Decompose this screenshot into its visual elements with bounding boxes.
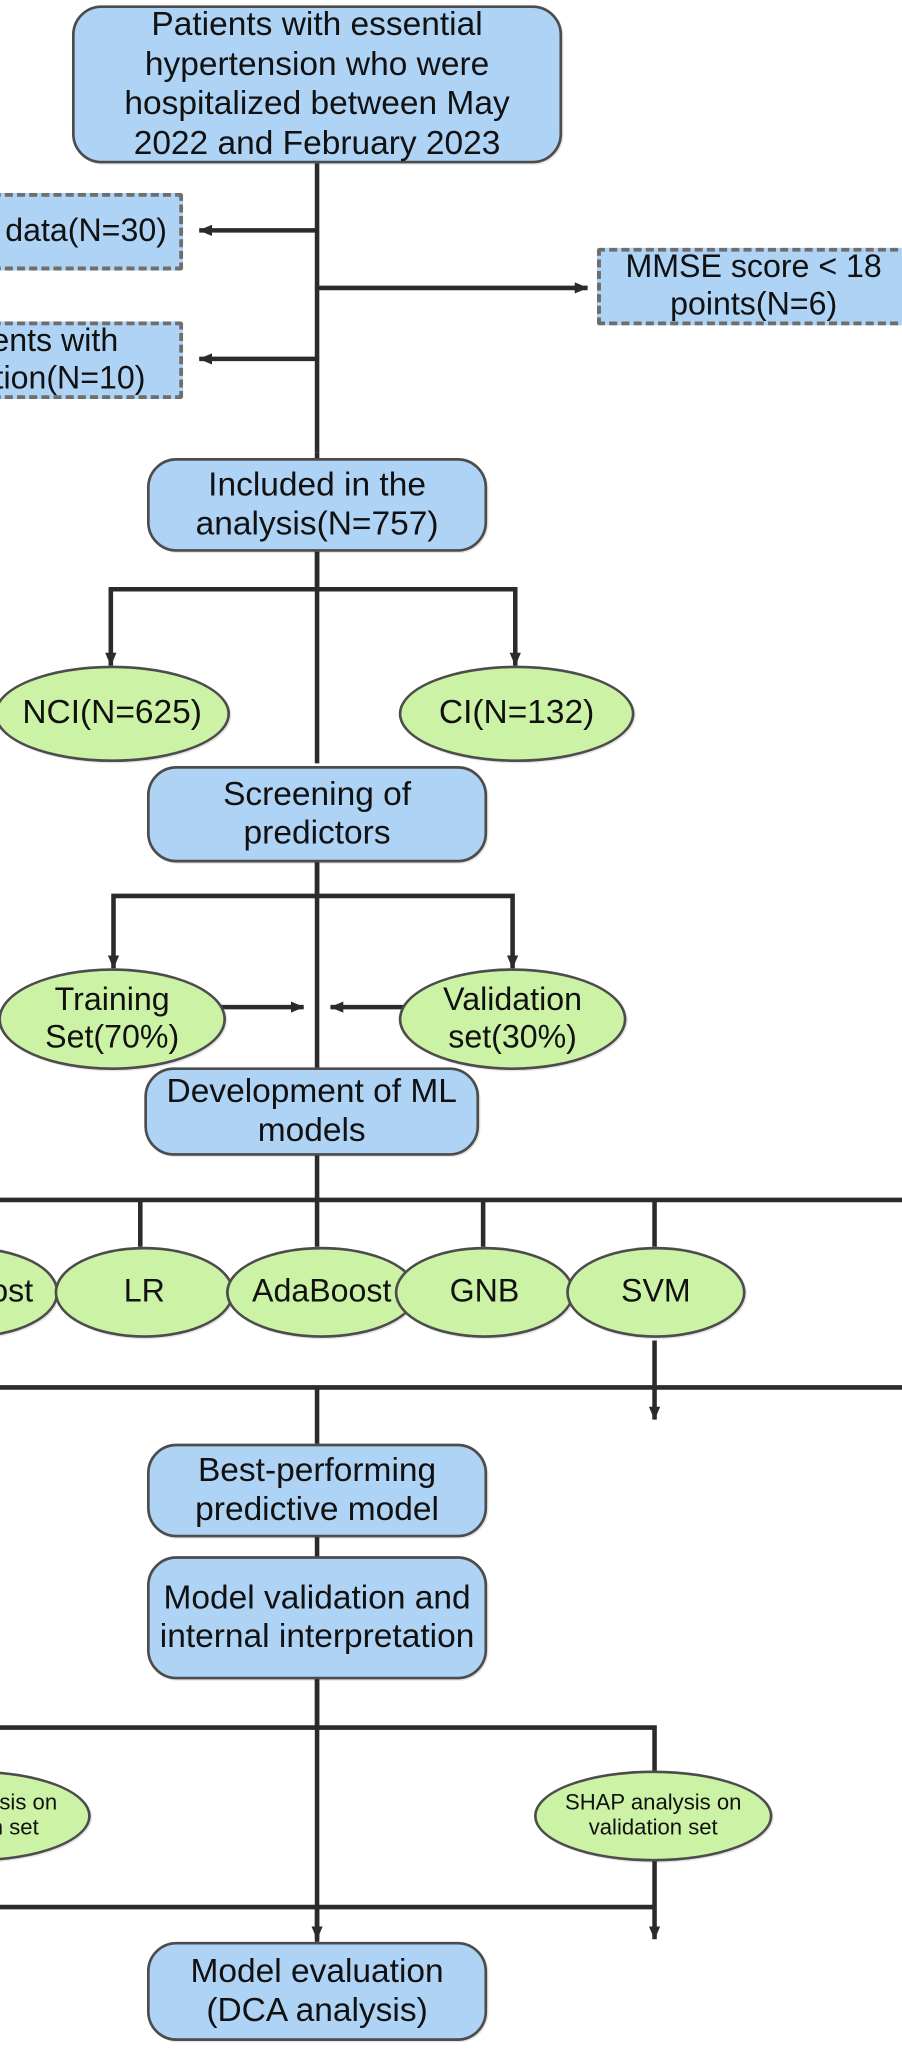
node-label: Missing data(N=30): [0, 212, 167, 249]
node-exclusion-missing-data: Missing data(N=30): [0, 192, 184, 271]
node-included-in-analysis: Included in the analysis(N=757): [146, 458, 488, 552]
node-label: Development of ML models: [166, 1072, 457, 1150]
node-label: Patients with essential hypertension who…: [124, 5, 510, 162]
node-label: SVM: [621, 1273, 691, 1310]
node-label: SHAP analysis on validation set: [564, 1789, 742, 1841]
node-label: Patients with exception(N=10): [0, 322, 146, 397]
node-training-set: Training Set(70%): [0, 968, 227, 1071]
node-model-gnb: GNB: [394, 1246, 575, 1338]
node-model-lr: LR: [54, 1246, 235, 1338]
node-label: Model evaluation (DCA analysis): [190, 1951, 444, 2029]
node-label: Screening of predictors: [223, 774, 412, 852]
node-label: AdaBoost: [252, 1273, 392, 1310]
node-label: CI(N=132): [438, 694, 595, 732]
node-model-adaboost: AdaBoost: [226, 1246, 418, 1338]
node-development-of-ml-models: Development of ML models: [144, 1067, 480, 1156]
node-exclusion-patients-with-exception: Patients with exception(N=10): [0, 321, 184, 400]
node-model-evaluation-dca: Model evaluation (DCA analysis): [146, 1941, 488, 2041]
node-best-performing-model: Best-performing predictive model: [146, 1443, 488, 1538]
node-model-validation-interpretation: Model validation and internal interpreta…: [146, 1556, 488, 1680]
node-label: Best-performing predictive model: [195, 1451, 439, 1529]
node-source-population: Patients with essential hypertension who…: [72, 5, 563, 164]
node-label: LR: [123, 1273, 165, 1310]
node-validation-set: Validation set(30%): [398, 968, 627, 1071]
node-screening-of-predictors: Screening of predictors: [146, 766, 488, 863]
node-label: Validation set(30%): [443, 981, 582, 1056]
node-ci-group: CI(N=132): [398, 665, 635, 763]
node-exclusion-mmse-score: MMSE score < 18 points(N=6): [596, 247, 902, 326]
node-model-svm: SVM: [566, 1246, 746, 1338]
node-label: NCI(N=625): [22, 694, 202, 732]
node-label: Model validation and internal interpreta…: [159, 1578, 475, 1656]
node-label: Training Set(70%): [45, 981, 180, 1056]
node-label: Included in the analysis(N=757): [195, 465, 439, 543]
node-label: XGBoost: [0, 1273, 34, 1310]
node-label: GNB: [449, 1273, 520, 1310]
node-label: MMSE score < 18 points(N=6): [625, 248, 882, 323]
node-nci-group: NCI(N=625): [0, 665, 231, 763]
node-shap-analysis: SHAP analysis on validation set: [534, 1770, 773, 1862]
node-label: ROC analysis on validation set: [0, 1789, 58, 1841]
